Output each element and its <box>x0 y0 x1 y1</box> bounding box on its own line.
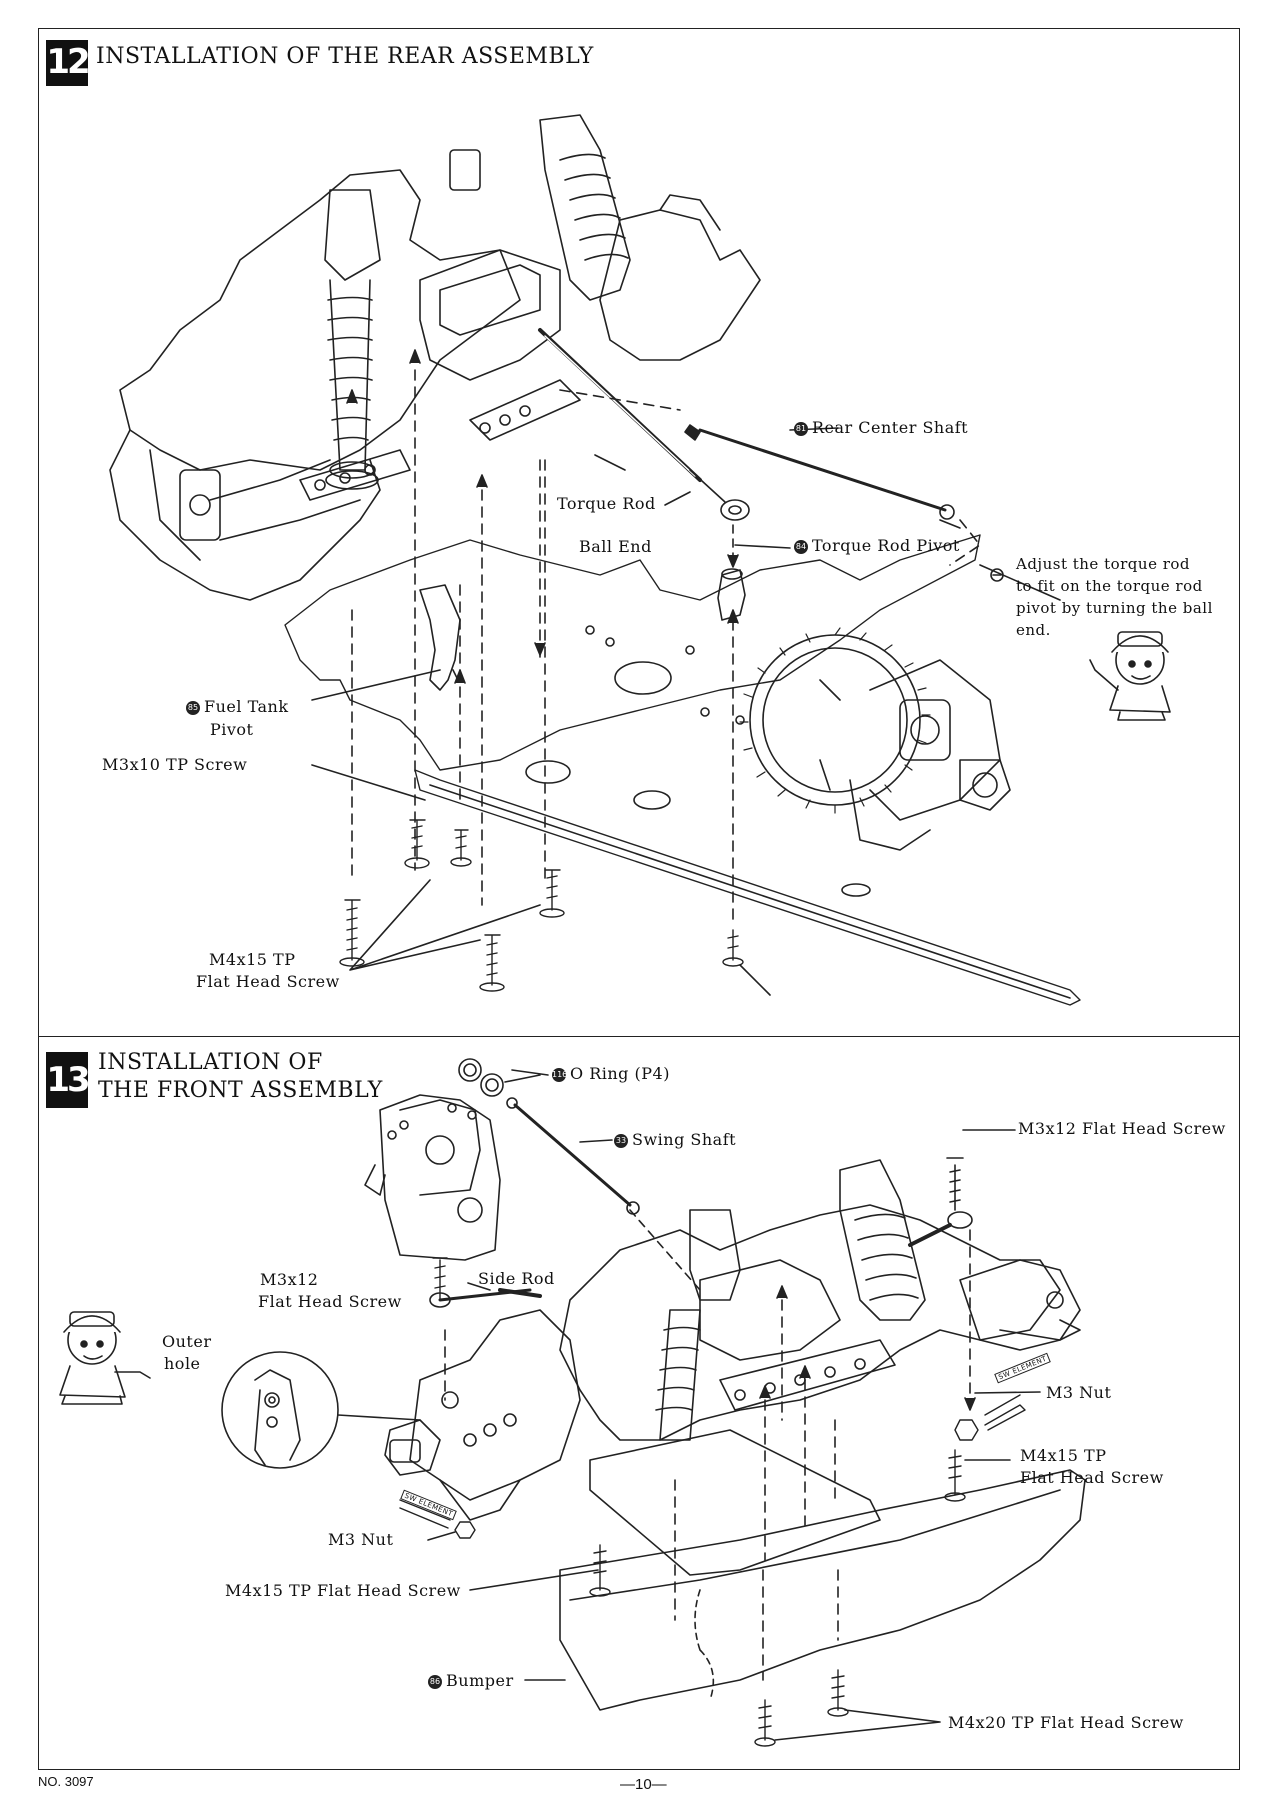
part-number-badge: 85 <box>186 700 200 715</box>
note-line: to fit on the torque rod <box>1016 577 1203 595</box>
label-ball-end: Ball End <box>579 537 652 556</box>
label-m3x12-screw-left-line2: Flat Head Screw <box>258 1292 402 1311</box>
label-outer-hole: Outer <box>162 1332 212 1351</box>
label-m3x12-screw-right: M3x12 Flat Head Screw <box>1018 1119 1226 1138</box>
label-bumper: 86 Bumper <box>428 1671 514 1690</box>
part-number-badge: 86 <box>428 1674 442 1689</box>
label-m4x15-screw-right-line2: Flat Head Screw <box>1020 1468 1164 1487</box>
torque-rod-note: Adjust the torque rod to fit on the torq… <box>1016 553 1213 641</box>
page-number: —10— <box>620 1776 667 1793</box>
step-12-badge: 12 <box>46 40 91 86</box>
label-m3x10-screw: M3x10 TP Screw <box>102 755 248 774</box>
label-rear-center-shaft: 81 Rear Center Shaft <box>794 418 968 437</box>
label-text: Bumper <box>446 1671 514 1690</box>
label-torque-rod: Torque Rod <box>557 494 656 513</box>
document-number: NO. 3097 <box>38 1774 94 1789</box>
label-text: Rear Center Shaft <box>812 418 969 437</box>
part-number-badge: 81 <box>794 421 808 436</box>
label-torque-rod-pivot: 84 Torque Rod Pivot <box>794 536 960 555</box>
label-m4x15-screw-right: M4x15 TP <box>1020 1446 1107 1465</box>
label-m4x15-screw: M4x15 TP <box>209 950 296 969</box>
step-13-title-line2: THE FRONT ASSEMBLY <box>98 1078 383 1103</box>
note-line: end. <box>1016 621 1051 639</box>
label-text: Torque Rod Pivot <box>812 536 960 555</box>
page-frame <box>38 28 1240 1770</box>
label-text: O Ring (P4) <box>570 1064 670 1083</box>
label-m3-nut-right: M3 Nut <box>1046 1383 1112 1402</box>
part-number-badge: 116 <box>552 1067 567 1082</box>
label-m4x15-screw-line2: Flat Head Screw <box>196 972 340 991</box>
mascot-icon-left <box>59 1311 151 1405</box>
label-fuel-tank-pivot-line2: Pivot <box>210 720 254 739</box>
label-m3-nut-left: M3 Nut <box>328 1530 394 1549</box>
step-13-title-line1: INSTALLATION OF <box>98 1050 323 1075</box>
label-side-rod: Side Rod <box>478 1269 555 1288</box>
label-outer-hole-line2: hole <box>164 1354 201 1373</box>
label-m4x15-screw-left: M4x15 TP Flat Head Screw <box>225 1581 461 1600</box>
step-12-title: INSTALLATION OF THE REAR ASSEMBLY <box>96 44 594 69</box>
section-divider <box>38 1036 1240 1037</box>
part-number-badge: 33 <box>614 1133 628 1148</box>
label-m3x12-screw-left: M3x12 <box>260 1270 319 1289</box>
part-number-badge: 84 <box>794 539 808 554</box>
front-assembly-drawing <box>59 1058 1086 1747</box>
note-line: pivot by turning the ball <box>1016 599 1213 617</box>
label-m4x20-screw: M4x20 TP Flat Head Screw <box>948 1713 1184 1732</box>
rear-assembly-drawing <box>109 114 1171 1006</box>
label-fuel-tank-pivot: 85 Fuel Tank <box>186 697 289 716</box>
note-line: Adjust the torque rod <box>1016 555 1191 573</box>
mascot-icon-right <box>1089 631 1171 721</box>
label-swing-shaft: 33 Swing Shaft <box>614 1130 736 1149</box>
step-13-badge: 13 <box>46 1052 91 1108</box>
label-text: Swing Shaft <box>632 1130 737 1149</box>
label-text: Fuel Tank <box>204 697 289 716</box>
